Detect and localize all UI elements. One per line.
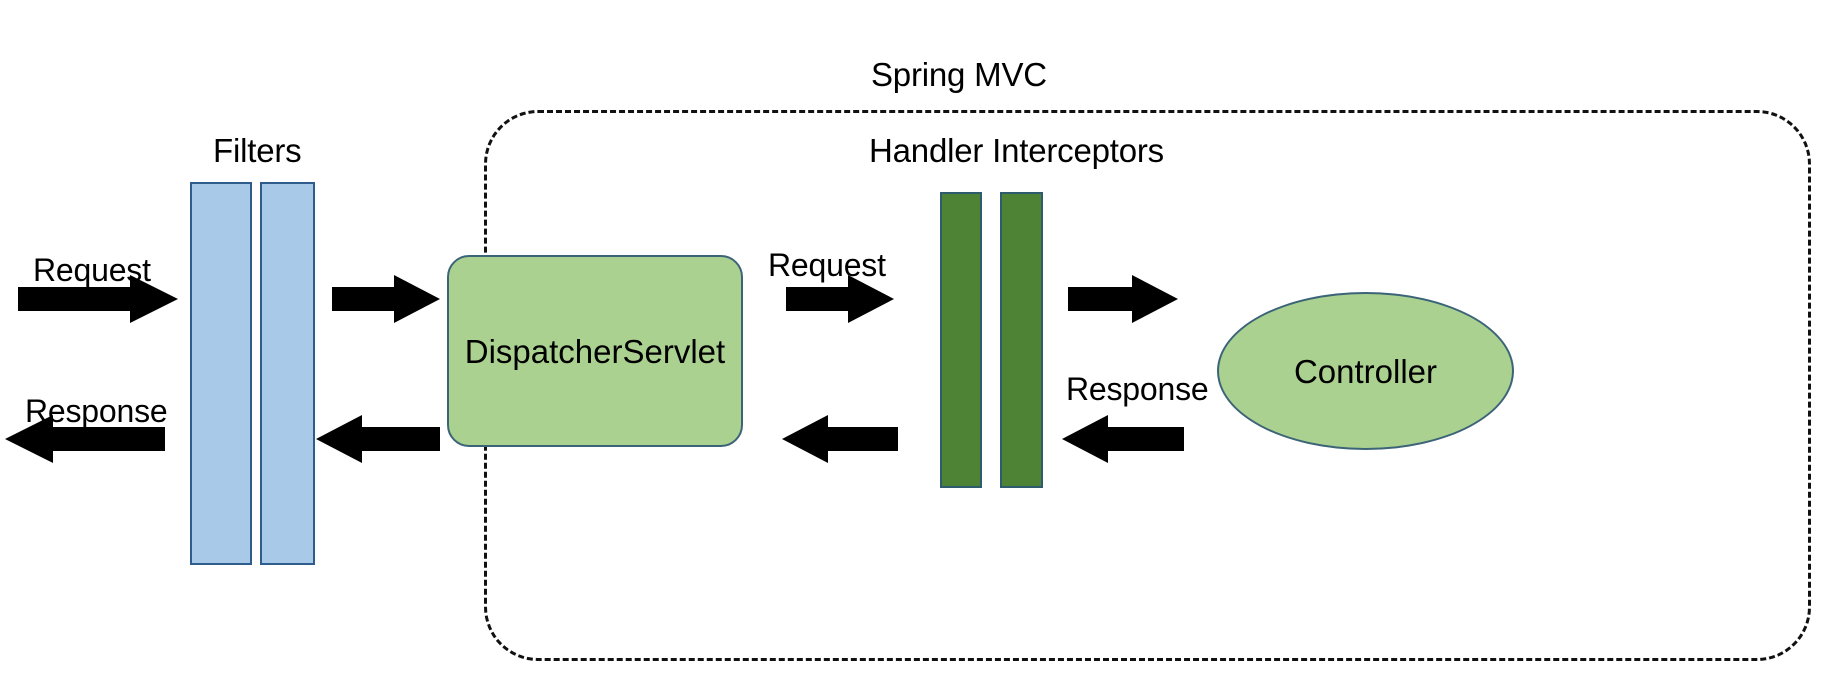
dispatcher-servlet-label: DispatcherServlet	[464, 332, 726, 370]
arrow-response-out-of-filters	[5, 415, 165, 463]
interceptor-bar-2[interactable]	[1000, 192, 1043, 488]
arrow-request-into-filters	[18, 275, 178, 323]
arrow-interceptors-to-dispatcher	[782, 415, 898, 463]
arrow-dispatcher-to-interceptors	[786, 275, 894, 323]
spring-mvc-title: Spring MVC	[871, 56, 1047, 93]
request-inner-label: Request	[768, 247, 886, 283]
handler-interceptors-group-label: Handler Interceptors	[869, 132, 1164, 169]
dispatcher-servlet-node[interactable]: DispatcherServlet	[447, 255, 743, 447]
interceptor-bar-1[interactable]	[940, 192, 982, 488]
arrow-filters-to-dispatcher	[332, 275, 440, 323]
controller-label: Controller	[1293, 352, 1438, 390]
controller-node[interactable]: Controller	[1217, 292, 1514, 450]
response-inner-label: Response	[1066, 371, 1209, 407]
filters-group-label: Filters	[213, 132, 302, 169]
filter-bar-1[interactable]	[190, 182, 252, 565]
arrow-dispatcher-to-filters	[316, 415, 440, 463]
filter-bar-2[interactable]	[260, 182, 315, 565]
arrow-controller-to-interceptors	[1062, 415, 1184, 463]
arrow-interceptors-to-controller	[1068, 275, 1178, 323]
